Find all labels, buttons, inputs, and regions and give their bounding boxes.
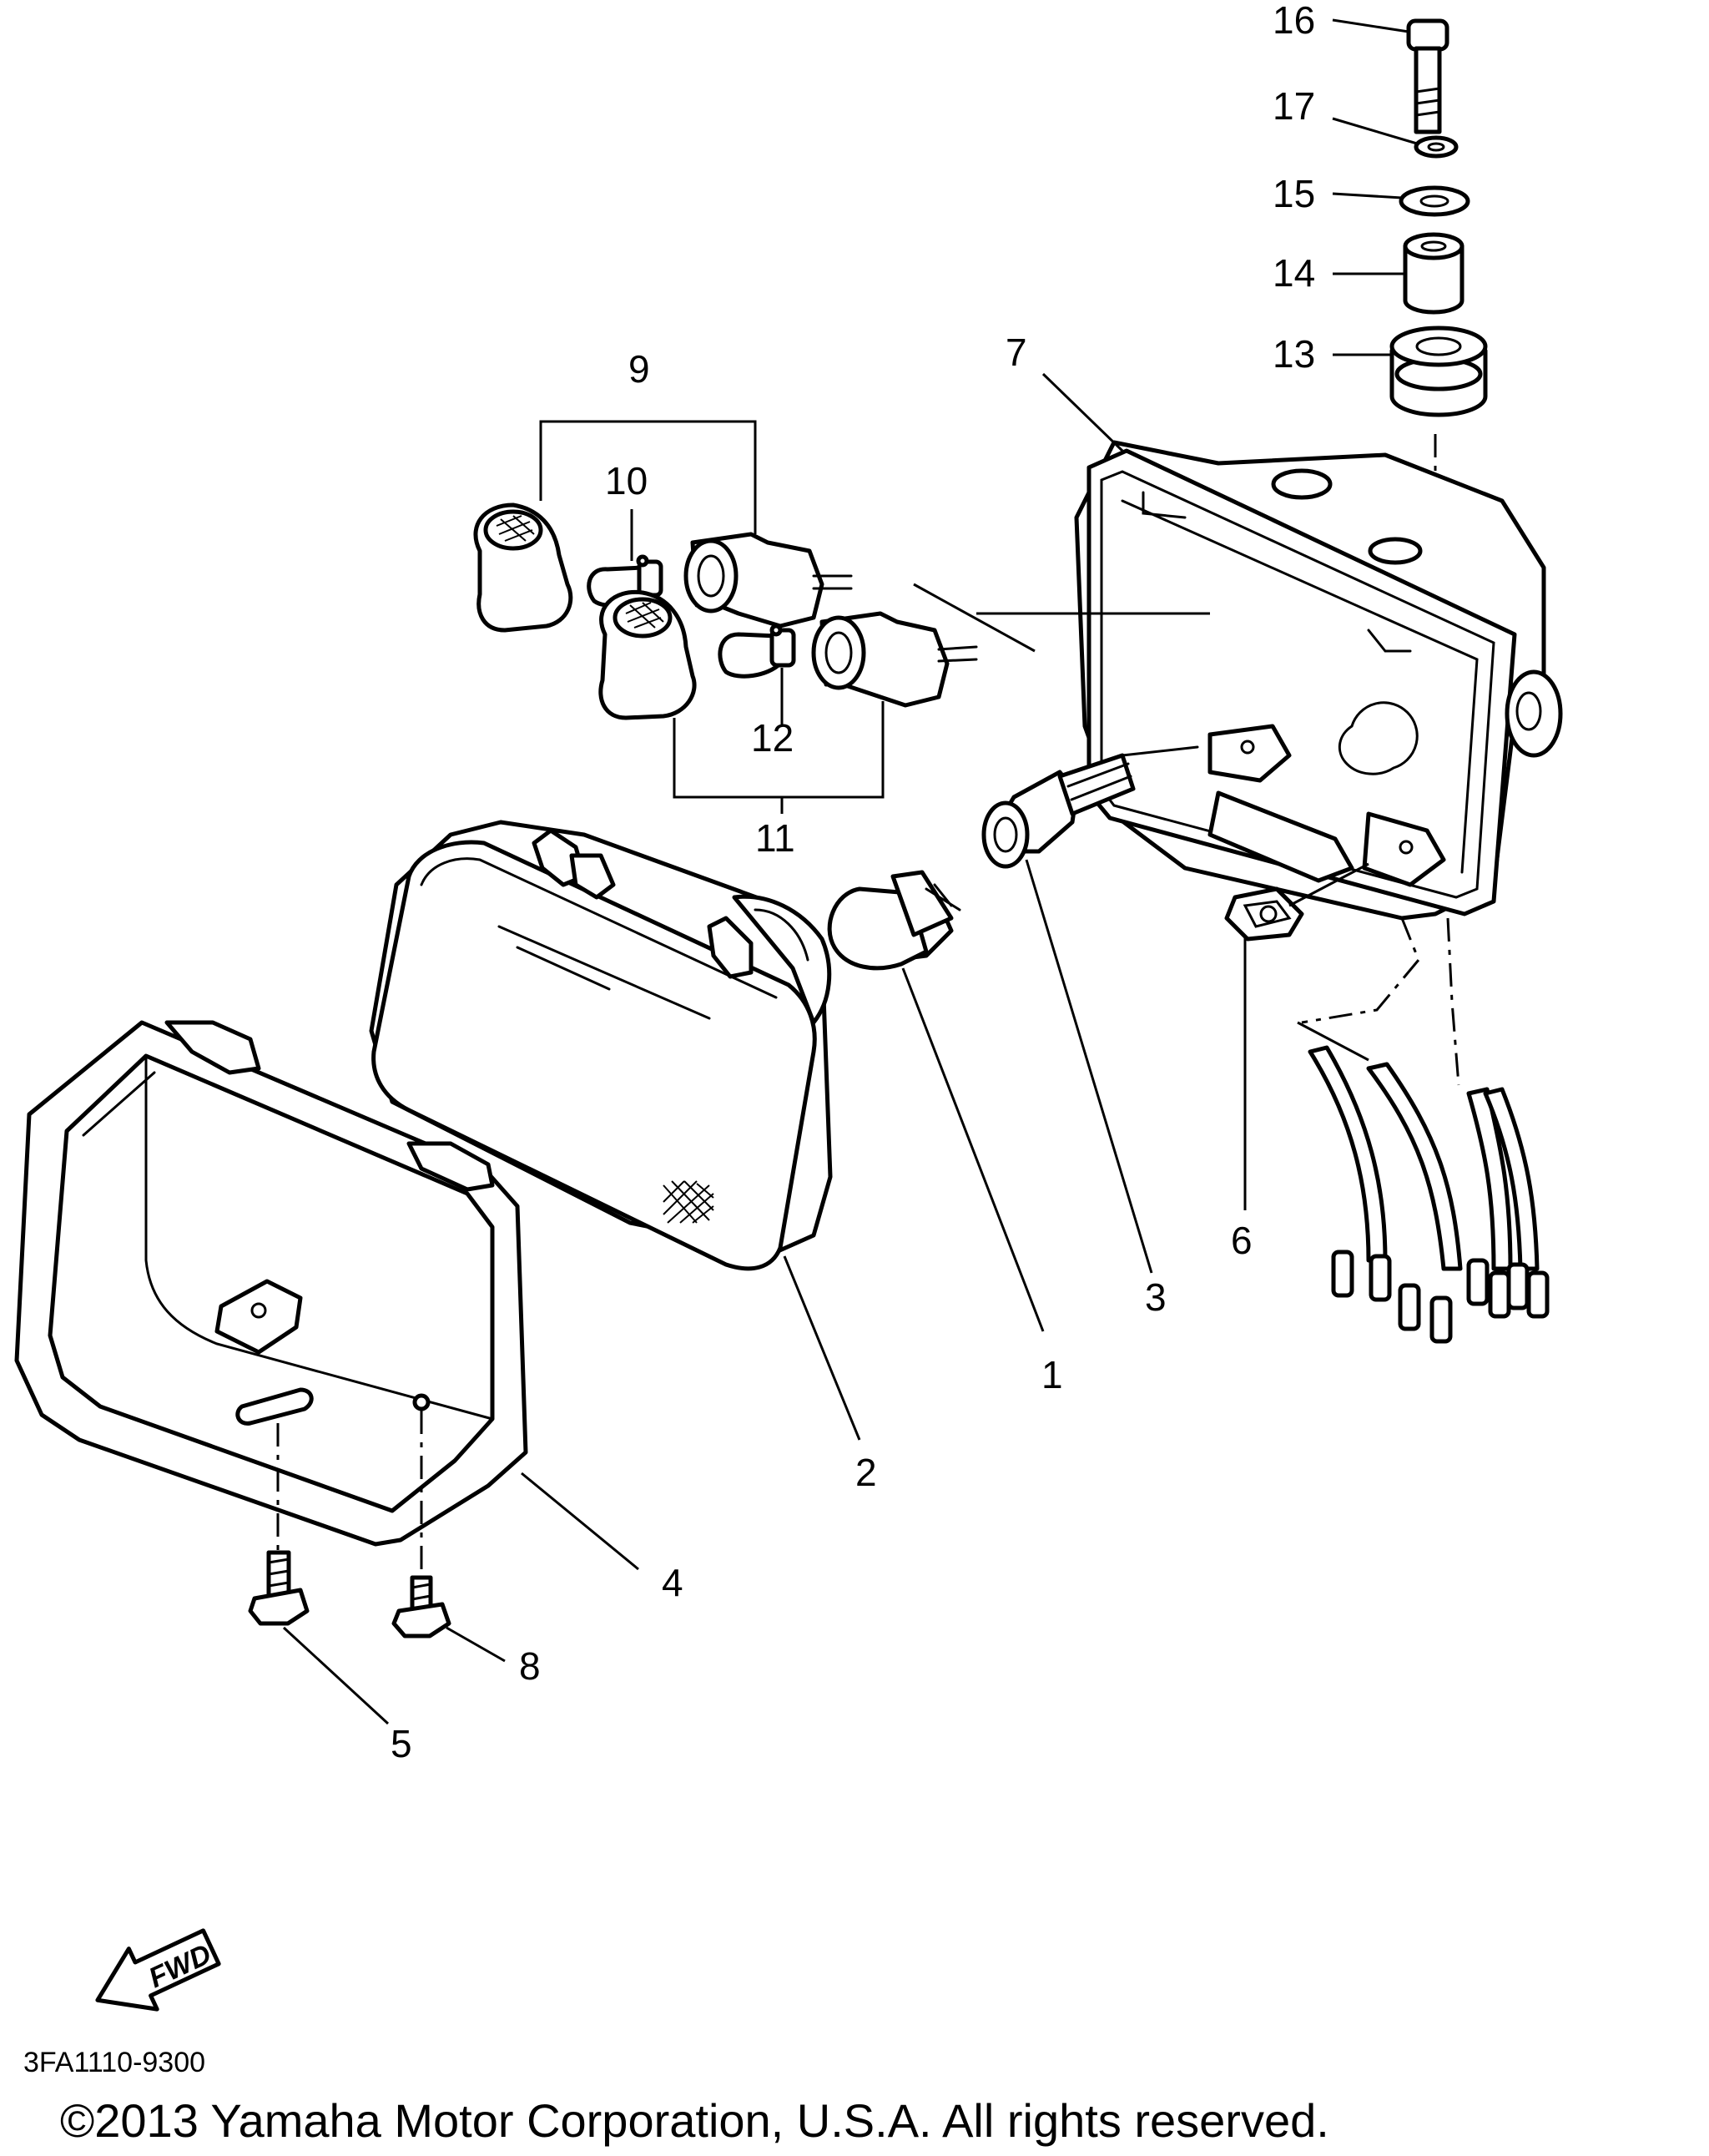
callout-3: 3 [1145,1275,1167,1319]
part-4-headlight-rim [14,1020,528,1547]
callout-5: 5 [391,1722,412,1765]
part-14-collar [1403,232,1464,315]
leader-4 [521,1472,639,1571]
callout-7: 7 [1006,331,1027,374]
bracket-9 [539,420,757,534]
leader-9-10-to-case [913,583,1036,653]
leader-15 [1332,192,1403,199]
part-3-bulb-socket [981,745,1199,869]
leader-6 [1288,862,1369,907]
callout-6: 6 [1231,1219,1253,1262]
callout-11: 11 [755,816,795,860]
leader-16 [1332,18,1409,33]
callout-12: 12 [751,716,794,760]
leader-5 [282,1626,390,1725]
callout-10: 10 [605,459,648,502]
part-9-auxiliary-socket-assy [473,502,853,633]
copyright-notice: ©2013 Yamaha Motor Corporation, U.S.A. A… [60,2094,1329,2147]
part-1-headlight-bulb [827,870,961,971]
callout-17: 17 [1273,84,1315,128]
callout-14: 14 [1273,251,1315,295]
bracket-11 [673,701,885,799]
lens-marking-hatch [663,1180,714,1224]
leader-2 [783,1255,861,1441]
leader-1 [901,967,1045,1332]
leader-8 [446,1626,506,1663]
callout-4: 4 [662,1561,683,1604]
leader-3 [1025,859,1153,1274]
part-6-nut-clip [1224,886,1304,942]
part-5-screw [248,1550,310,1626]
callout-15: 15 [1273,172,1315,215]
part-11-auxiliary-socket-assy [598,589,978,720]
part-16-bolt [1406,18,1449,134]
diagram-code: 3FA1110-9300 [23,2047,205,2078]
callout-1: 1 [1041,1353,1063,1396]
forward-direction-arrow: FWD [95,1928,221,2012]
callout-8: 8 [519,1644,541,1688]
part-2-headlight-unit [369,820,833,1271]
part-13-grommet [1389,326,1488,417]
part-17-lock-washer [1414,135,1459,159]
wire-harness [1297,917,1550,1344]
callout-16: 16 [1273,0,1315,42]
part-15-washer [1399,185,1470,217]
leader-7 [1041,372,1124,452]
callout-9: 9 [628,347,650,391]
part-7-headlight-case [1074,440,1563,921]
callout-2: 2 [855,1451,877,1494]
leader-17 [1332,117,1418,145]
callout-13: 13 [1273,332,1315,376]
part-8-screw [391,1575,451,1638]
